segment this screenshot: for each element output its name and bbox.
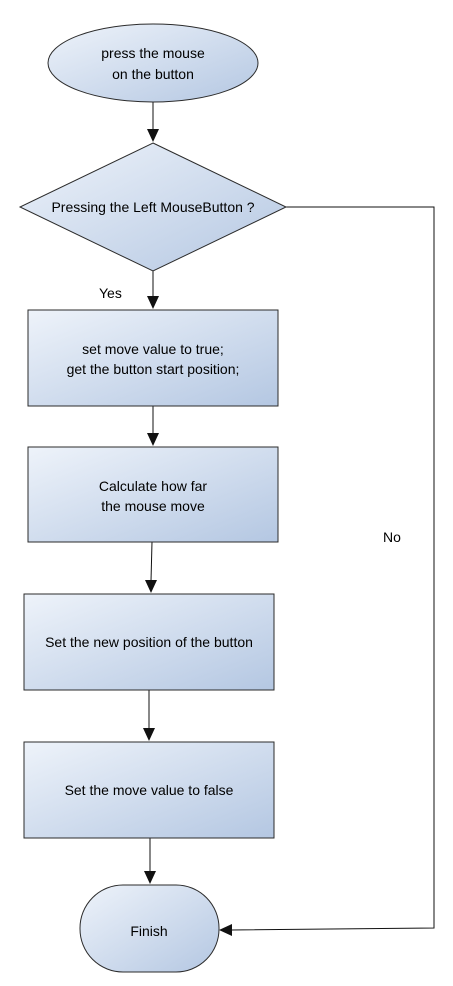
end-node: Finish xyxy=(79,884,220,973)
edge-decision-no-to-end xyxy=(230,206,435,931)
end-terminator xyxy=(79,884,220,973)
step3-text: Set the new position of the button xyxy=(45,634,253,650)
step2-node: Calculate how far the mouse move xyxy=(27,446,279,543)
arrowhead-step3-to-step4 xyxy=(143,728,155,741)
edge-step2-to-step3 xyxy=(150,541,153,582)
start-ellipse xyxy=(47,23,259,103)
step2-line-2: the mouse move xyxy=(101,498,205,514)
edges xyxy=(143,102,435,936)
arrowhead-step1-to-step2 xyxy=(147,433,159,446)
step1-box xyxy=(27,309,279,407)
arrowhead-decision-to-step1 xyxy=(147,296,159,309)
edge-label-yes: Yes xyxy=(99,285,122,301)
step1-node: set move value to true; get the button s… xyxy=(27,309,279,407)
step4-text: Set the move value to false xyxy=(65,782,234,798)
step1-line-1: set move value to true; xyxy=(82,341,224,357)
step1-line-2: get the button start position; xyxy=(67,361,240,377)
decision-node: Pressing the Left MouseButton ? xyxy=(18,142,288,272)
decision-text: Pressing the Left MouseButton ? xyxy=(51,199,254,215)
start-line-1: press the mouse xyxy=(101,45,205,61)
step2-box xyxy=(27,446,279,543)
step4-node: Set the move value to false xyxy=(23,741,275,839)
step3-box xyxy=(23,593,275,691)
step3-node: Set the new position of the button xyxy=(23,593,275,691)
arrowhead-step4-to-end xyxy=(144,871,156,884)
step4-box xyxy=(23,741,275,839)
arrowhead-decision-no-to-end xyxy=(219,924,232,936)
edge-label-no: No xyxy=(383,529,401,545)
step2-line-1: Calculate how far xyxy=(99,478,208,494)
end-text: Finish xyxy=(130,923,167,939)
decision-diamond xyxy=(18,142,288,272)
start-line-2: on the button xyxy=(112,66,194,82)
start-node: press the mouse on the button xyxy=(47,23,259,103)
arrowhead-step2-to-step3 xyxy=(145,580,157,593)
arrowhead-start-to-decision xyxy=(147,129,159,142)
